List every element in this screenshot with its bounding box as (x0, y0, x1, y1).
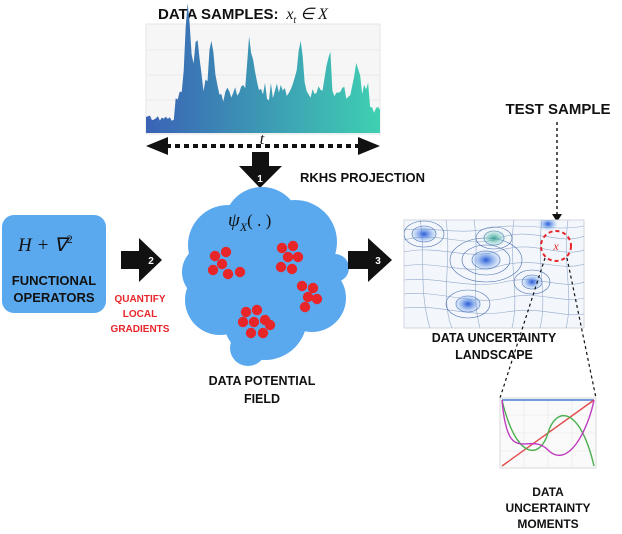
potential-psi-args: ( . ) (247, 211, 271, 230)
gradients-line1: QUANTIFY (114, 294, 165, 305)
signal-series (146, 3, 380, 133)
red-dot (275, 261, 287, 273)
red-dot (216, 258, 228, 270)
red-dot (209, 250, 221, 262)
step1-arrow: 1 (239, 152, 282, 188)
red-dot (302, 291, 314, 303)
red-dot (296, 280, 308, 292)
moments-label-line3: MOMENTS (517, 517, 578, 531)
potential-label-line1: DATA POTENTIAL (209, 374, 316, 388)
step1-number: 1 (257, 174, 263, 185)
red-dot (248, 316, 260, 328)
gradients-line2: LOCAL (123, 309, 157, 320)
gradients-line3: GRADIENTS (111, 324, 170, 335)
red-dot (245, 327, 257, 339)
moments-label-line2: UNCERTAINTY (505, 501, 590, 515)
samples-title-sub: t (293, 15, 296, 26)
potential-dots (207, 240, 323, 339)
red-dot (276, 242, 288, 254)
uncertainty-landscape: x (403, 219, 585, 329)
potential-formula: ψX( . ) (228, 210, 271, 234)
operators-formula-sup: 2 (67, 232, 73, 246)
landscape-label-line2: LANDSCAPE (455, 348, 533, 362)
red-dot (292, 251, 304, 263)
red-dot (282, 251, 294, 263)
moment-curve-magenta (501, 399, 595, 457)
samples-title-prefix: DATA SAMPLES: (158, 6, 279, 23)
moments-plot (499, 397, 597, 469)
test-sample-label: TEST SAMPLE (505, 101, 610, 118)
samples-title: DATA SAMPLES: xt ∈ X (158, 6, 329, 26)
red-dot (234, 266, 246, 278)
red-dot (307, 282, 319, 294)
landscape-contours (404, 220, 584, 328)
landscape-label-line1: DATA UNCERTAINTY (432, 331, 557, 345)
red-dot (299, 301, 311, 313)
operators-formula: H + ∇2 (17, 232, 73, 256)
samples-title-rest: ∈ X (296, 6, 329, 23)
red-dot (251, 304, 263, 316)
moment-curve-green (501, 399, 595, 467)
red-dot (286, 263, 298, 275)
zoom-connectors (499, 257, 597, 399)
step3-arrow: 3 (348, 238, 392, 282)
test-sample-pointer-head (552, 214, 562, 222)
red-dot (222, 268, 234, 280)
step3-number: 3 (375, 256, 381, 267)
potential-label-line2: FIELD (244, 392, 280, 406)
potential-psi: ψ (228, 210, 241, 231)
potential-psi-sub: X (239, 220, 248, 234)
step2-arrow: 2 (121, 238, 162, 282)
step2-number: 2 (148, 256, 154, 267)
time-axis-label: t (260, 131, 265, 148)
red-dot (264, 319, 276, 331)
red-dot (311, 293, 323, 305)
operators-formula-main: H + ∇ (17, 235, 71, 256)
red-dot (237, 316, 249, 328)
red-dot (287, 240, 299, 252)
test-point-label: x (552, 239, 559, 253)
operators-box-bg (2, 215, 106, 313)
red-dot (257, 327, 269, 339)
moments-label-line1: DATA (532, 485, 564, 499)
operators-box: H + ∇2 FUNCTIONAL OPERATORS (2, 215, 106, 313)
operators-label-line2: OPERATORS (13, 290, 94, 305)
operators-label-line1: FUNCTIONAL (12, 273, 97, 288)
samples-title-x: x (285, 6, 293, 23)
red-dot (240, 306, 252, 318)
red-dot (207, 264, 219, 276)
signal-plot (145, 3, 381, 135)
test-point-marker (540, 230, 572, 262)
red-dot (220, 246, 232, 258)
time-axis-arrow: t (146, 131, 380, 155)
rkhs-label: RKHS PROJECTION (300, 170, 425, 185)
